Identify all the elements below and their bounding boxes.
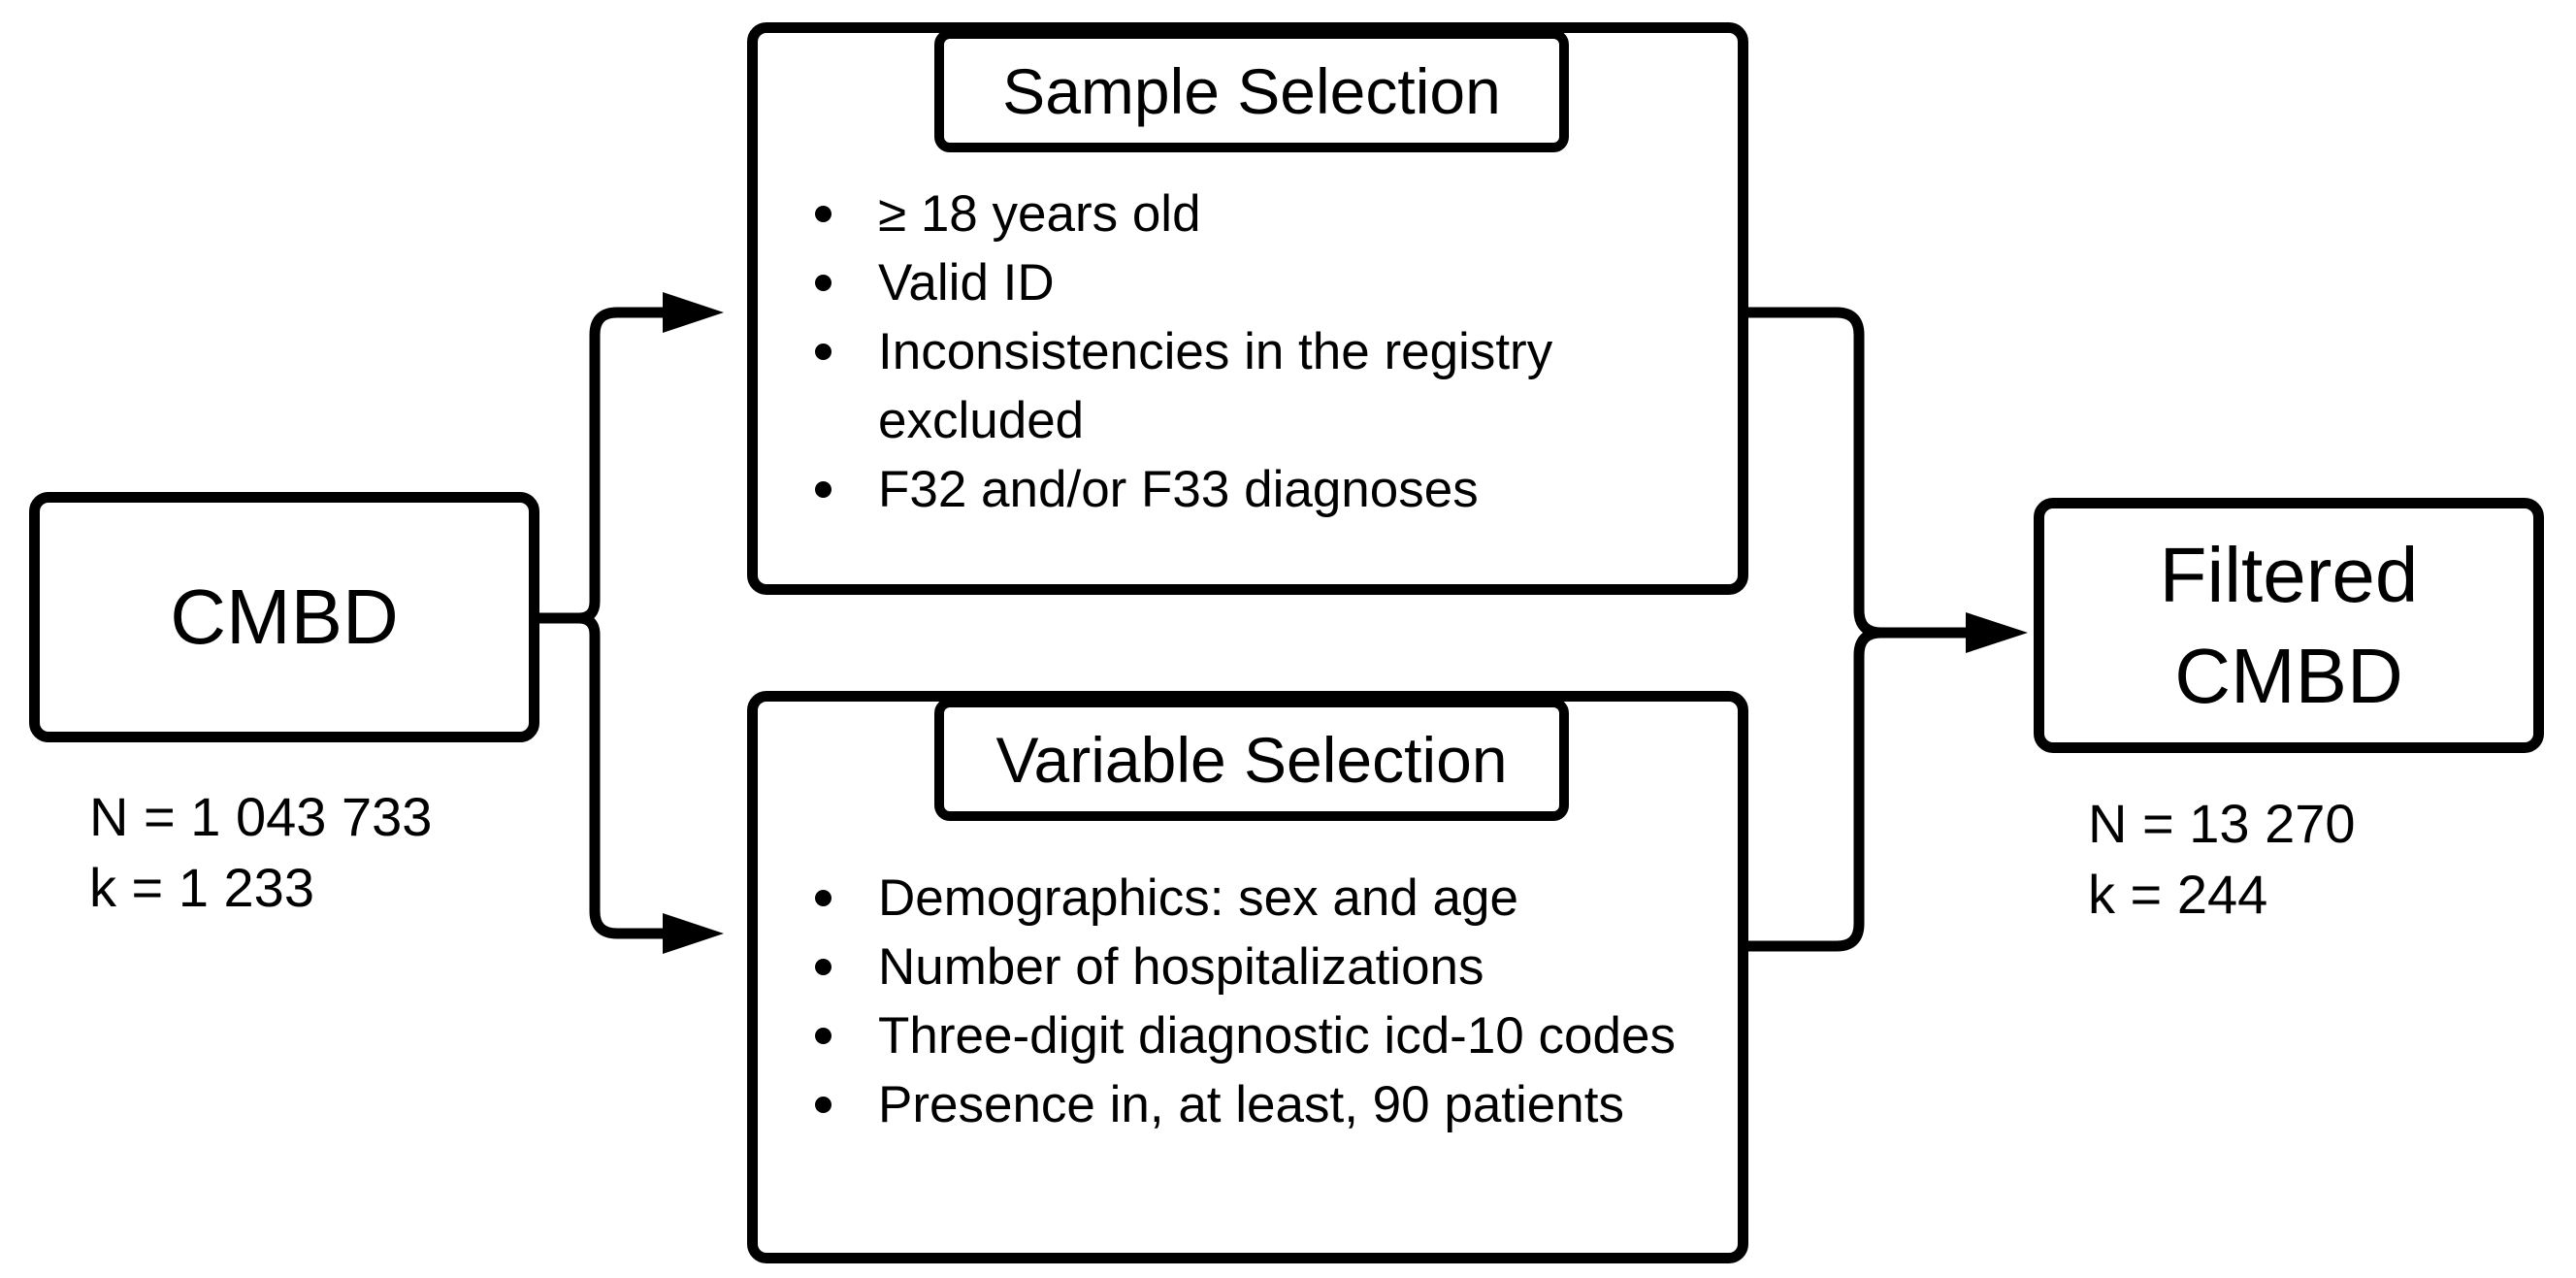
variable-selection-title: Variable Selection [995,723,1508,796]
cmbd-box: CMBD [29,492,539,742]
arrowhead-to-variable-icon [663,913,724,954]
merge-branch-top-line [1745,307,1967,639]
filtered-cmbd-box-label: Filtered CMBD [2159,531,2419,719]
list-item-text: ≥ 18 years old [878,185,1201,243]
cmbd-stats: N = 1 043 733 k = 1 233 [89,781,432,923]
variable-selection-title-box: Variable Selection [934,698,1569,821]
list-item-text: Presence in, at least, 90 patients [878,1076,1624,1133]
list-item-text: Number of hospitalizations [878,938,1484,996]
bullet-icon [815,481,831,498]
list-item: Inconsistencies in the registry excluded [813,317,1706,455]
filtered-cmbd-box: Filtered CMBD [2034,498,2544,753]
sample-selection-title-box: Sample Selection [934,29,1569,152]
list-item-text: Three-digit diagnostic icd-10 codes [878,1007,1676,1065]
bullet-icon [815,959,831,975]
split-branch-bottom-line [539,612,664,939]
list-item-text: Inconsistencies in the registry excluded [878,323,1553,449]
list-item: F32 and/or F33 diagnoses [813,455,1706,524]
split-branch-top-line [539,307,664,624]
list-item-text: Demographics: sex and age [878,869,1518,927]
bullet-icon [815,275,831,291]
list-item: Demographics: sex and age [813,864,1706,933]
filtered-stat-n: N = 13 270 [2088,793,2356,854]
list-item: Three-digit diagnostic icd-10 codes [813,1001,1706,1070]
bullet-icon [815,344,831,360]
list-item: Number of hospitalizations [813,933,1706,1001]
cmbd-stat-n: N = 1 043 733 [89,786,433,847]
merge-branch-bottom-line [1745,627,1967,952]
bullet-icon [815,890,831,906]
filtered-stat-k: k = 244 [2088,864,2268,925]
bullet-icon [815,206,831,222]
sample-selection-title: Sample Selection [1002,54,1501,127]
bullet-icon [815,1097,831,1113]
filtered-cmbd-stats: N = 13 270 k = 244 [2088,788,2356,930]
list-item: Valid ID [813,248,1706,317]
list-item-text: F32 and/or F33 diagnoses [878,461,1479,518]
bullet-icon [815,1028,831,1044]
cmbd-stat-k: k = 1 233 [89,857,314,918]
arrowhead-to-filtered-icon [1966,612,2028,653]
list-item-text: Valid ID [878,254,1055,311]
list-item: ≥ 18 years old [813,180,1706,248]
cmbd-box-label: CMBD [170,573,399,660]
list-item: Presence in, at least, 90 patients [813,1070,1706,1139]
arrowhead-to-sample-icon [663,292,724,333]
